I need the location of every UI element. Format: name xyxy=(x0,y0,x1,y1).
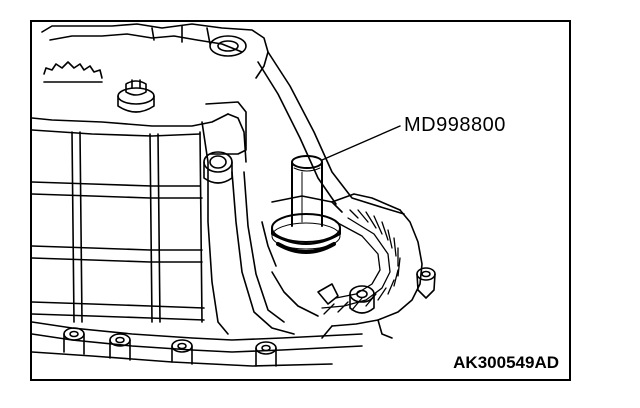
tool-callout-label: MD998800 xyxy=(404,114,506,136)
transmission-case-drawing xyxy=(32,23,436,367)
gear-teeth xyxy=(43,61,103,83)
special-tool-md998800 xyxy=(271,155,341,254)
extension-housing xyxy=(231,171,423,339)
housing-top-outline xyxy=(41,23,405,215)
seal-fins xyxy=(321,209,401,315)
extension-bosses xyxy=(317,267,436,314)
side-boss xyxy=(203,101,247,184)
bolt-top xyxy=(117,79,155,113)
callout-leader-line xyxy=(321,125,401,161)
housing-body xyxy=(32,113,247,335)
figure-id-label: AK300549AD xyxy=(453,353,559,372)
illustration-frame: MD998800 AK300549AD xyxy=(30,20,571,381)
lower-flange xyxy=(32,321,363,367)
